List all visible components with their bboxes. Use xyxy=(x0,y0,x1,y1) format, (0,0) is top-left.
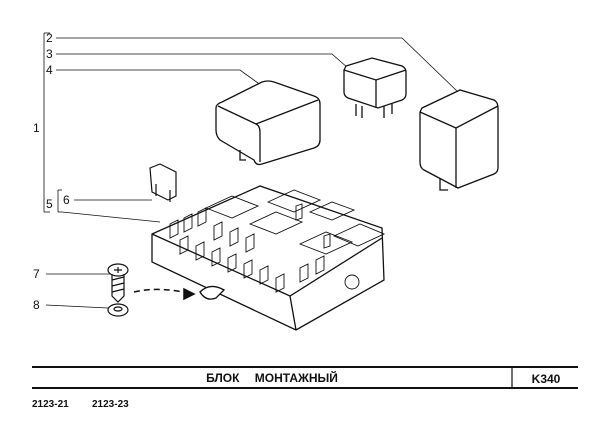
model-code: 2123-23 xyxy=(92,399,129,410)
screw xyxy=(107,263,129,303)
assembly-arrow xyxy=(133,287,196,301)
callout-5: 5 xyxy=(46,197,53,211)
relay-large-right xyxy=(419,89,499,191)
relay-large-left xyxy=(215,80,321,166)
washer xyxy=(107,303,129,317)
callout-3: 3 xyxy=(46,47,53,61)
leader-lines xyxy=(43,32,459,309)
drawing-title: БЛОК МОНТАЖНЫЙ xyxy=(206,371,338,385)
callout-1: 1 xyxy=(33,121,40,135)
drawing-code: K340 xyxy=(531,372,561,386)
title-block-lines xyxy=(32,366,578,389)
callout-8: 8 xyxy=(33,298,40,312)
model-code: 2123-21 xyxy=(32,399,69,410)
relay-small xyxy=(343,57,407,118)
callout-6: 6 xyxy=(63,193,70,207)
fuse-block xyxy=(151,185,386,331)
callout-2: 2 xyxy=(46,31,53,45)
callout-7: 7 xyxy=(33,267,40,281)
callout-4: 4 xyxy=(46,63,53,77)
fuse xyxy=(149,163,177,202)
